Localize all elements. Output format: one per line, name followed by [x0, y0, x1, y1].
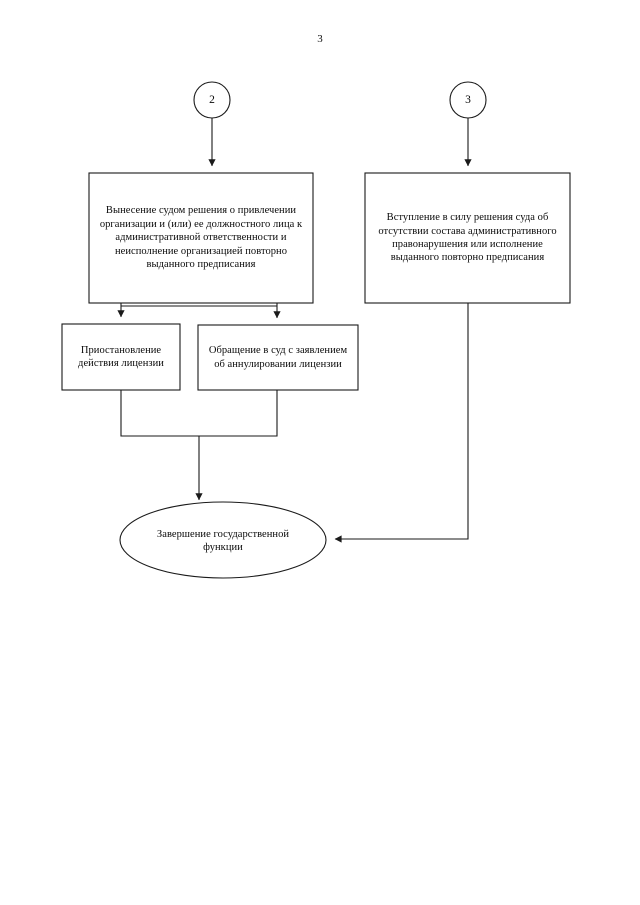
box-court-decision-label: Вынесение судом решения о привлечении ор… [99, 205, 303, 271]
connector-circle-3-label: 3 [465, 94, 471, 106]
box-appeal-to-court-label: Обращение в суд с заявлением об аннулиро… [208, 345, 348, 370]
box-suspend-license-label: Приостановление действия лицензии [78, 344, 164, 369]
edge-court-decision-split [120, 303, 277, 307]
connector-circle-2-label: 2 [209, 94, 215, 106]
ellipse-end-of-function-label: Завершение государственной функции [156, 528, 290, 553]
edge-merge-to-end [120, 390, 278, 437]
page-number: 3 [317, 33, 323, 45]
box-court-entry-label: Вступление в силу решения суда об отсутс… [378, 212, 557, 264]
